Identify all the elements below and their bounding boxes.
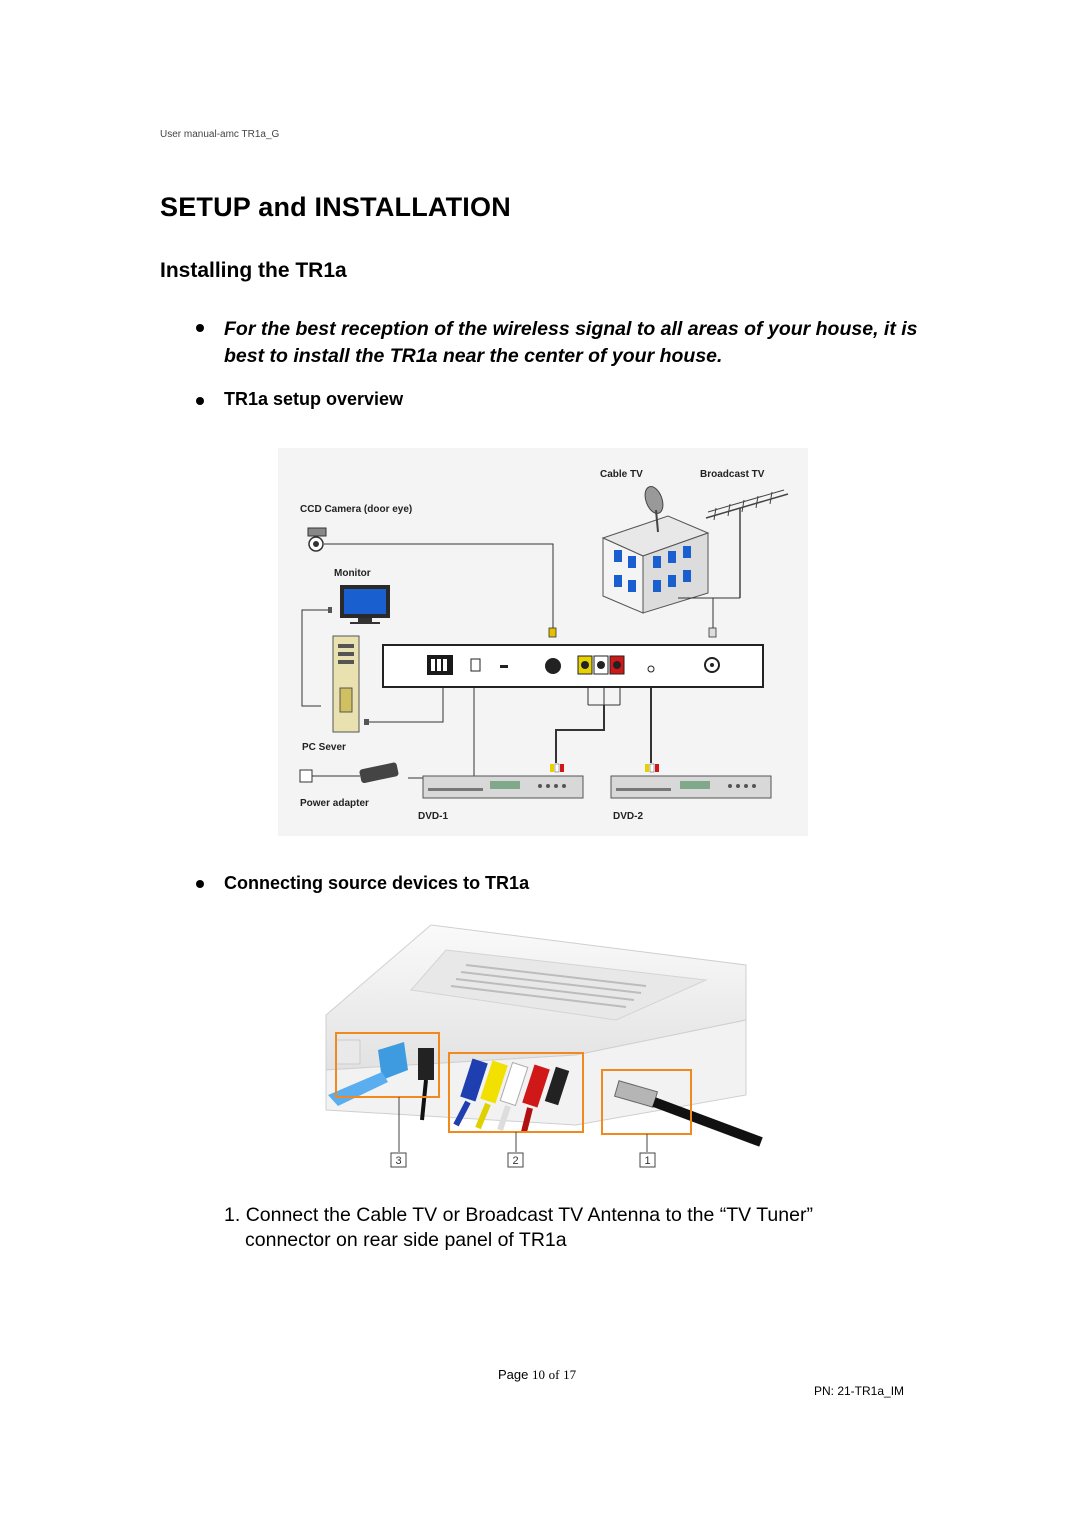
connecting-heading: Connecting source devices to TR1a — [224, 873, 530, 893]
reception-note: For the best reception of the wireless s… — [224, 318, 918, 367]
step-text-line1: Connect the Cable TV or Broadcast TV Ant… — [245, 1204, 813, 1226]
page-current: 10 — [532, 1367, 545, 1382]
dvd2-label: DVD-2 — [613, 811, 643, 822]
rca-connectors-icon — [453, 1058, 570, 1133]
page-title: SETUP and INSTALLATION — [160, 192, 511, 222]
bullet-icon — [196, 880, 204, 888]
page-of: of — [548, 1367, 560, 1382]
callout-box-3 — [335, 1032, 440, 1098]
step-1: 1. Connect the Cable TV or Broadcast TV … — [224, 1203, 944, 1253]
pc-server-label: PC Sever — [302, 742, 346, 753]
callout-label-3: 3 — [395, 1155, 401, 1167]
step-number: 1. — [224, 1204, 241, 1226]
part-number: PN: 21-TR1a_IM — [814, 1384, 905, 1398]
pc-server-icon — [332, 635, 360, 733]
callout-label-2: 2 — [512, 1155, 518, 1167]
page-word: Page — [498, 1367, 529, 1382]
bullet-icon — [196, 324, 204, 332]
coax-cable-icon — [613, 1080, 763, 1147]
running-header: User manual-amc TR1a_G — [160, 129, 280, 140]
monitor-label: Monitor — [334, 568, 371, 579]
setup-overview-diagram: CCD Camera (door eye) Cable TV Broadcast… — [278, 448, 808, 836]
step-text-line2: connector on rear side panel of TR1a — [245, 1229, 567, 1251]
monitor-icon — [340, 585, 390, 624]
dvd1-label: DVD-1 — [418, 811, 448, 822]
tr1a-rear-panel — [382, 644, 764, 688]
tr1a-connections-photo: 3 2 1 — [316, 920, 766, 1170]
broadcast-tv-label: Broadcast TV — [700, 469, 765, 480]
section-title: Installing the TR1a — [160, 259, 347, 282]
dvd2-icon — [610, 763, 772, 799]
building-icon — [601, 486, 710, 614]
ccd-camera-label: CCD Camera (door eye) — [300, 504, 412, 515]
page-number: Page 10 of 17 — [498, 1367, 576, 1383]
power-adapter-label: Power adapter — [300, 798, 369, 809]
dvd1-icon — [422, 763, 584, 799]
bullet-icon — [196, 397, 204, 405]
antenna-icon — [705, 489, 789, 598]
page-total: 17 — [563, 1367, 577, 1382]
callout-label-1: 1 — [644, 1155, 650, 1167]
cable-tv-label: Cable TV — [600, 469, 643, 480]
overview-heading: TR1a setup overview — [224, 389, 404, 409]
ccd-camera-icon — [307, 527, 327, 552]
power-adapter-icon — [299, 762, 399, 784]
